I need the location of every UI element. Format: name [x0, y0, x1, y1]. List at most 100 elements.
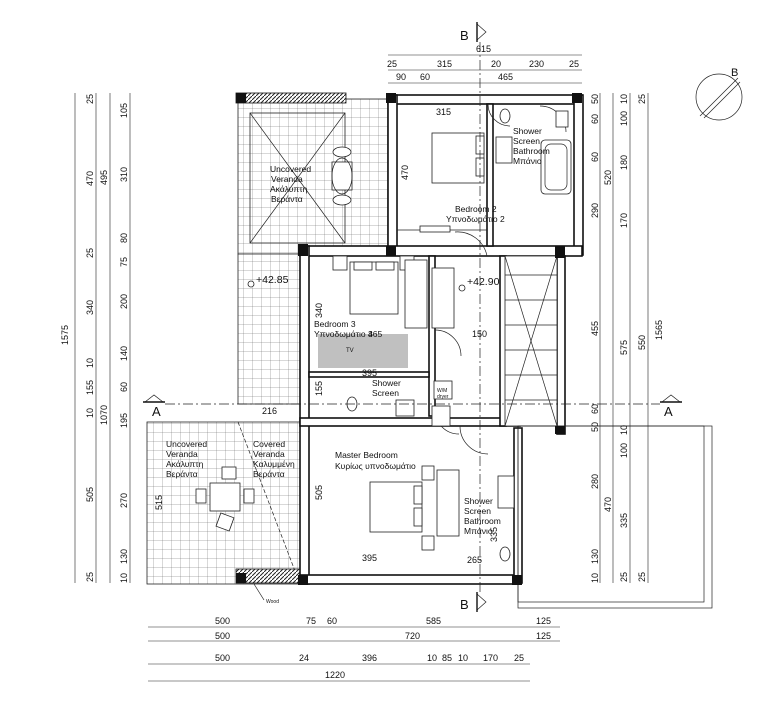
inner-dim: 335 — [489, 527, 499, 542]
room-labels: Uncovered Veranda Ακάλυπτη Βεράντα Uncov… — [166, 126, 550, 605]
left-dim: 340 — [85, 300, 95, 315]
top-dim: 60 — [420, 72, 430, 82]
top-dim: 465 — [498, 72, 513, 82]
bottom-dim: 500 — [215, 616, 230, 626]
inner-dim: 395 — [362, 553, 377, 563]
columns — [236, 93, 582, 585]
room-bath-top-line2: Screen — [513, 136, 540, 146]
right-dim: 100 — [619, 443, 629, 458]
inner-dimensions: 315 470 340 150 395 155 216 505 395 265 … — [262, 107, 499, 565]
left-dim: 25 — [85, 248, 95, 258]
right-dim: 60 — [590, 404, 600, 414]
section-marks: B B A A — [143, 22, 682, 612]
section-b-top: B — [460, 28, 469, 43]
right-dim: 335 — [619, 513, 629, 528]
right-dim: 575 — [619, 340, 629, 355]
left-dimensions: 1575 25 470 25 340 10 155 10 505 25 495 … — [60, 94, 164, 583]
bottom-dim: 585 — [426, 616, 441, 626]
table-chairs-icon — [331, 146, 353, 206]
left-dim: 270 — [119, 493, 129, 508]
right-dimensions: 1565 50 60 60 520 290 455 50 60 280 470 … — [590, 94, 664, 583]
room-bath-bottom-line2: Screen — [464, 506, 491, 516]
bed-icon — [332, 255, 415, 315]
dimension-lines — [74, 54, 649, 682]
bottom-dim: 24 — [299, 653, 309, 663]
room-uncovered-left-line4: Βεράντα — [166, 469, 198, 479]
left-dim: 140 — [119, 346, 129, 361]
section-a-left: A — [152, 404, 161, 419]
right-dim: 455 — [590, 321, 600, 336]
inner-dim: 216 — [262, 406, 277, 416]
room-bedroom2-en: Bedroom 2 — [455, 204, 497, 214]
bottom-dim: 125 — [536, 631, 551, 641]
room-bath-bottom-line1: Shower — [464, 496, 493, 506]
top-dim: 20 — [491, 59, 501, 69]
top-dim: 315 — [437, 59, 452, 69]
top-dim: 615 — [476, 44, 491, 54]
bottom-dim: 170 — [483, 653, 498, 663]
left-dim: 200 — [119, 294, 129, 309]
room-bath-top-line3: Bathroom — [513, 146, 550, 156]
right-dim: 470 — [603, 497, 613, 512]
room-bath-top-line4: Μπάνιο — [513, 156, 542, 166]
left-dim: 505 — [85, 487, 95, 502]
bottom-dim: 125 — [536, 616, 551, 626]
level-left: +42.85 — [256, 274, 289, 286]
right-dim: 130 — [590, 549, 600, 564]
left-dim: 25 — [85, 572, 95, 582]
bottom-dim: 10 — [458, 653, 468, 663]
bottom-dim: 75 — [306, 616, 316, 626]
left-dim: 105 — [119, 103, 129, 118]
room-uncovered-line4: Βεράντα — [271, 194, 303, 204]
right-dim: 25 — [619, 572, 629, 582]
inner-dim: 155 — [314, 381, 324, 396]
north-arrow-icon: B — [695, 67, 743, 121]
top-dim: 90 — [396, 72, 406, 82]
room-washer-line2: dryer — [437, 394, 449, 400]
bed-icon — [431, 132, 485, 184]
bottom-dim: 500 — [215, 653, 230, 663]
top-dim: 25 — [387, 59, 397, 69]
room-covered-line2: Veranda — [253, 449, 285, 459]
section-a-right: A — [664, 404, 673, 419]
room-covered-line4: Βεράντα — [253, 469, 285, 479]
level-markers: +42.85 +42.90 — [247, 274, 500, 292]
right-dim: 50 — [590, 422, 600, 432]
right-dim: 60 — [590, 152, 600, 162]
bed-icon — [369, 465, 435, 551]
right-dim: 550 — [637, 335, 647, 350]
room-shower-mid-line2: Screen — [372, 388, 399, 398]
bathtub-icon — [540, 139, 572, 195]
room-bedroom3-dim: 465 — [368, 329, 382, 339]
right-dim: 520 — [603, 170, 613, 185]
right-dim: 180 — [619, 155, 629, 170]
level-right: +42.90 — [467, 276, 500, 288]
right-dim: 25 — [637, 94, 647, 104]
right-dim: 280 — [590, 474, 600, 489]
washing-machine-icon — [433, 380, 453, 400]
right-dim: 10 — [590, 573, 600, 583]
right-dim: 10 — [619, 425, 629, 435]
right-dim: 25 — [637, 572, 647, 582]
left-dim: 470 — [85, 171, 95, 186]
right-dim: 50 — [590, 94, 600, 104]
top-dimensions: 615 25 315 20 230 25 90 60 465 — [387, 44, 579, 82]
top-dim: 230 — [529, 59, 544, 69]
bottom-dimensions: 500 75 60 585 125 500 720 125 500 24 396… — [215, 616, 551, 680]
room-uncovered-left-line1: Uncovered — [166, 439, 207, 449]
left-dim: 10 — [119, 573, 129, 583]
left-dim: 130 — [119, 549, 129, 564]
left-dim: 10 — [85, 358, 95, 368]
room-uncovered-line1: Uncovered — [270, 164, 311, 174]
room-covered-line3: Καλυμμένη — [253, 459, 295, 469]
right-dim: 10 — [619, 94, 629, 104]
inner-dim: 395 — [362, 368, 377, 378]
toilet-icon — [346, 108, 511, 562]
room-bedroom3-gr: Υπνοδωμάτιο 3 — [314, 329, 373, 339]
right-dim: 170 — [619, 213, 629, 228]
left-dim: 10 — [85, 408, 95, 418]
bottom-dim: 720 — [405, 631, 420, 641]
room-master-gr: Κυρίως υπνοδωμάτιο — [335, 461, 416, 471]
wood-label: Wood — [266, 599, 279, 605]
wardrobe-icon — [404, 259, 460, 537]
